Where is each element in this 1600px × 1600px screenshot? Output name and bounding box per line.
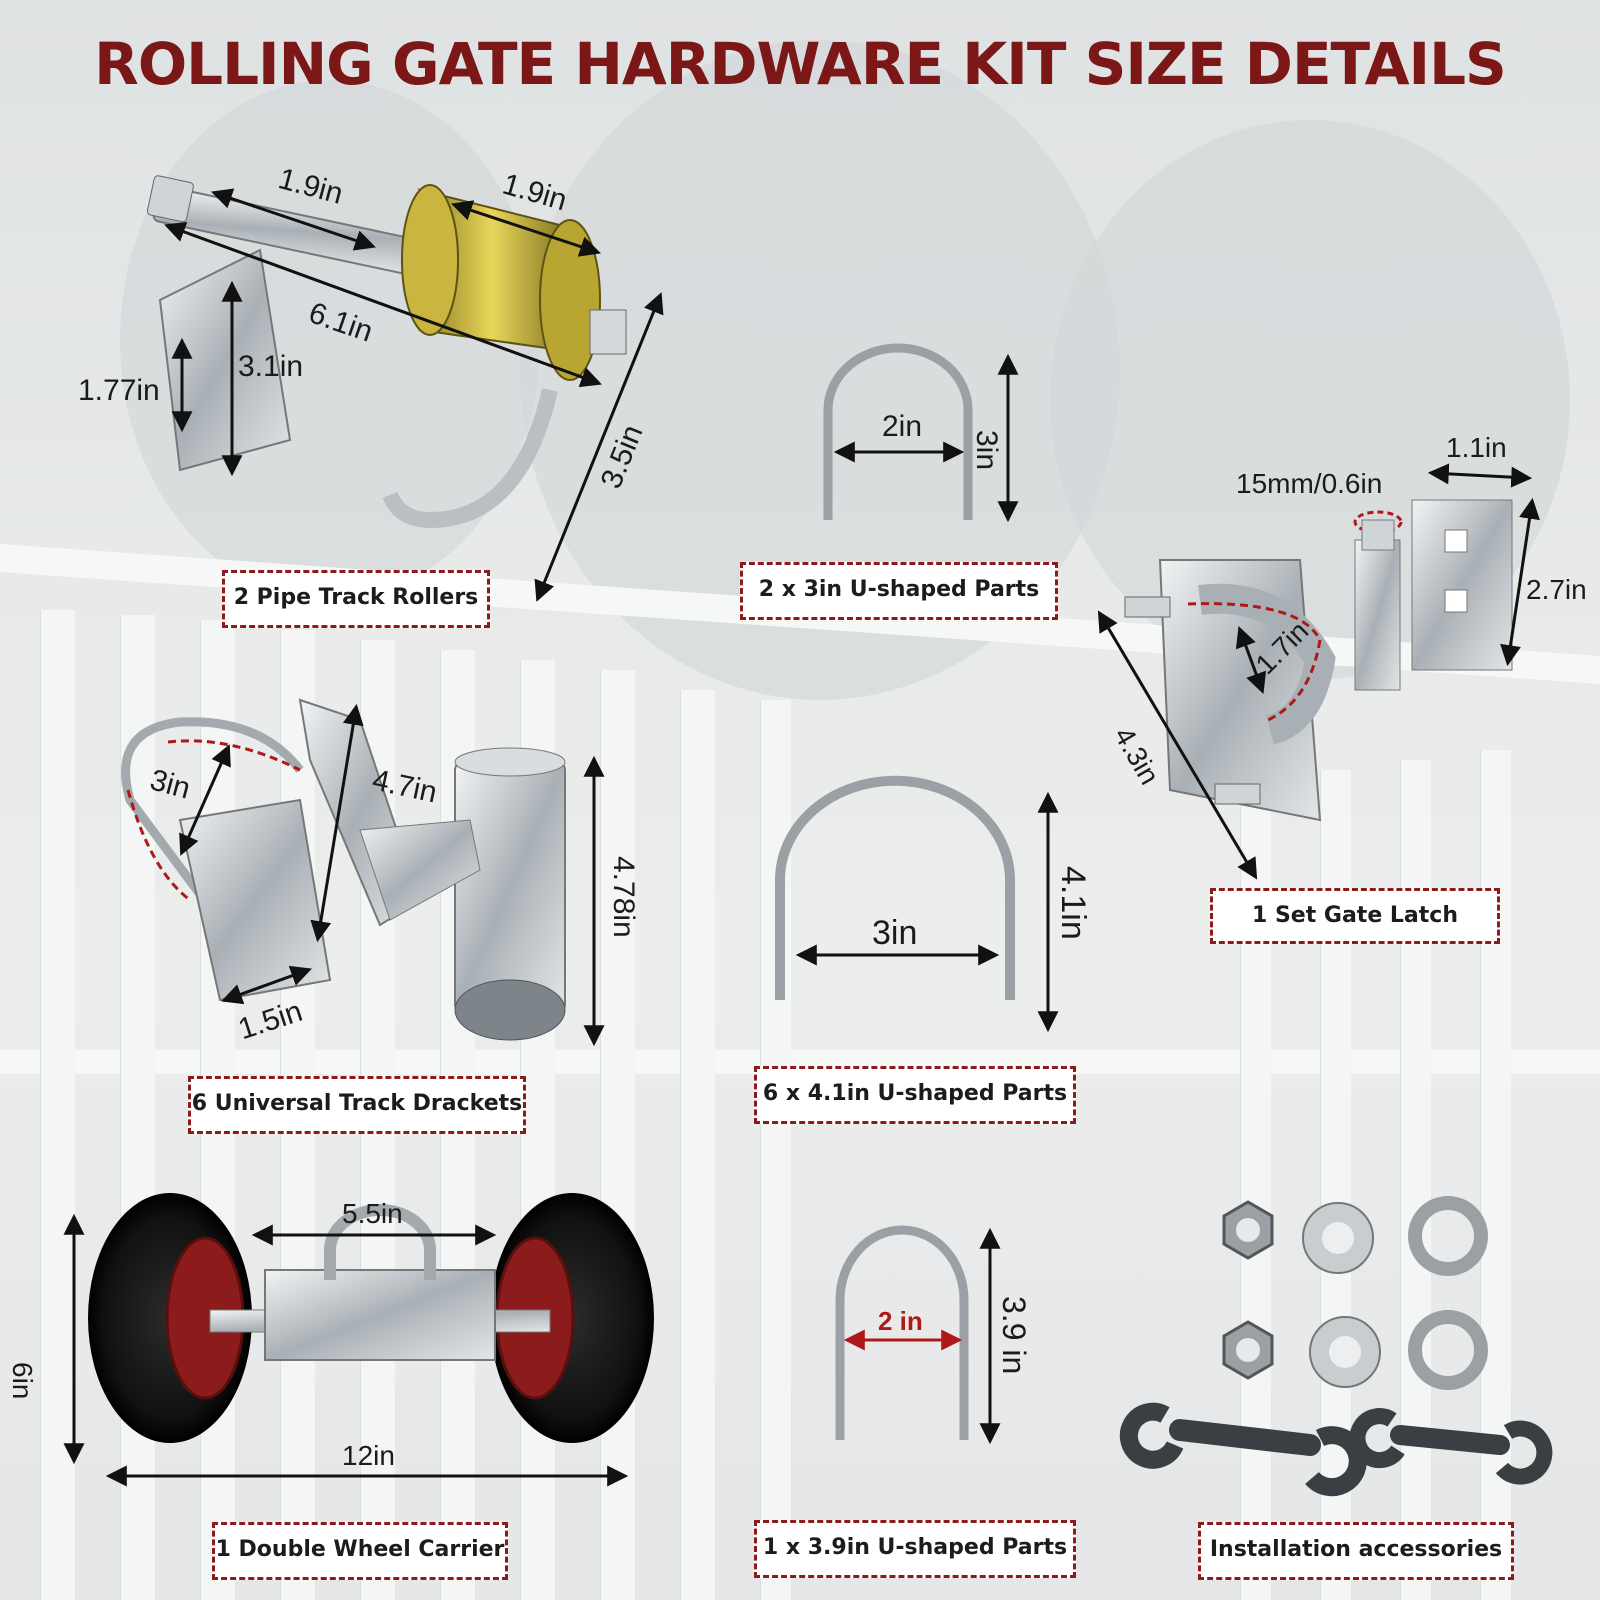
universal-track-bracket-image: [121, 698, 566, 1041]
u-bolt-4-1in-dimension-lines: [795, 791, 1059, 1033]
label-u-shaped-4-1in: 6 x 4.1in U-shaped Parts: [754, 1066, 1076, 1124]
u3-dim-height: 3in: [970, 430, 1003, 471]
bracket-dim-pipe: 4.78in: [607, 856, 640, 938]
latch-dim-plate-width: 1.1in: [1446, 432, 1507, 463]
label-u-shaped-3in: 2 x 3in U-shaped Parts: [740, 562, 1058, 620]
u-bolt-3-9in-image: [835, 1225, 969, 1440]
gate-latch-dimension-lines: [1097, 463, 1540, 880]
u41-dim-width: 3in: [872, 914, 918, 952]
u41-dim-height: 4.1in: [1054, 866, 1092, 940]
u-bolt-4-1in-image: [775, 775, 1015, 1000]
latch-dim-pin: 15mm/0.6in: [1236, 468, 1383, 499]
carrier-dim-width: 12in: [342, 1440, 395, 1471]
u39-dim-height: 3.9 in: [996, 1296, 1032, 1375]
label-u-shaped-3-9in: 1 x 3.9in U-shaped Parts: [754, 1520, 1076, 1578]
label-installation-accessories: Installation accessories: [1198, 1522, 1514, 1580]
u-bolt-3in-image: [823, 343, 973, 520]
carrier-dim-gap: 5.5in: [342, 1198, 403, 1229]
label-double-wheel-carrier: 1 Double Wheel Carrier: [212, 1522, 508, 1580]
double-wheel-carrier-image: [88, 1193, 654, 1443]
bracket-dimension-lines: [179, 703, 605, 1047]
installation-accessories-image: [1119, 1196, 1553, 1497]
wheel-carrier-dimension-lines: [63, 1213, 629, 1487]
u3-dim-width: 2in: [882, 410, 923, 443]
label-pipe-track-rollers: 2 Pipe Track Rollers: [222, 570, 490, 628]
roller-dim-plate-width: 1.77in: [78, 374, 160, 407]
pipe-track-roller-image: [146, 175, 627, 529]
carrier-dim-height: 6in: [7, 1362, 38, 1400]
label-gate-latch: 1 Set Gate Latch: [1210, 888, 1500, 944]
label-universal-track-brackets: 6 Universal Track Drackets: [188, 1076, 526, 1134]
page-title: ROLLING GATE HARDWARE KIT SIZE DETAILS: [94, 30, 1507, 98]
gate-latch-image: [1124, 499, 1513, 822]
roller-dim-plate-height: 3.1in: [238, 350, 304, 383]
u39-dim-width: 2 in: [878, 1306, 923, 1336]
latch-dim-plate-height: 2.7in: [1526, 574, 1587, 605]
roller-dimension-lines: [164, 188, 664, 602]
u-bolt-3in-dimension-lines: [833, 353, 1019, 523]
